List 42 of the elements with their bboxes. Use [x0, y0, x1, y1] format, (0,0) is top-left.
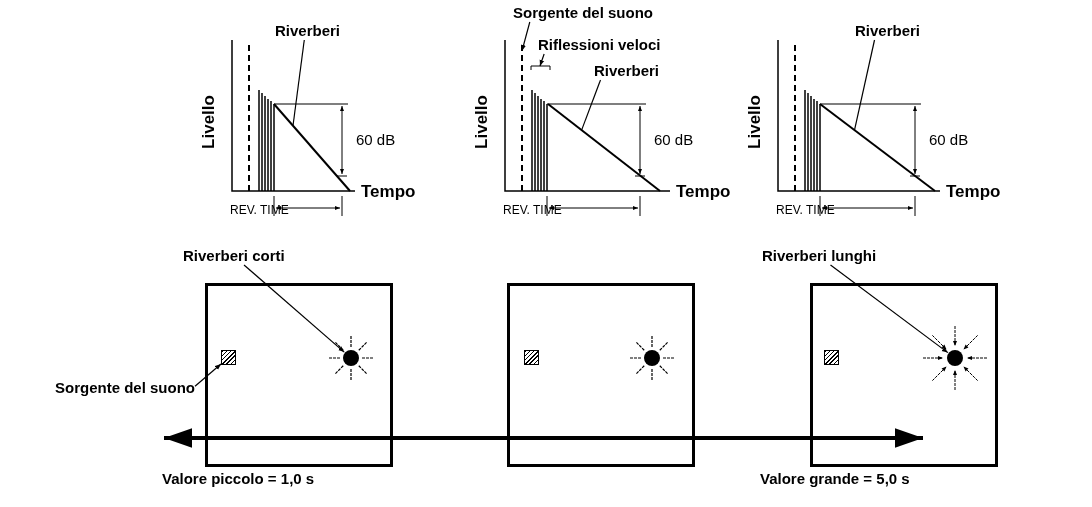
axis-title: Livello — [471, 95, 492, 149]
leader-arrow — [829, 264, 949, 354]
callout-label: Riverberi — [275, 22, 341, 40]
bracket — [530, 65, 551, 71]
axis-title: Livello — [198, 95, 219, 149]
sound-source-square — [221, 350, 236, 365]
callout-label: Sorgente del suono — [513, 4, 653, 22]
callout-label: Riflessioni veloci — [538, 36, 661, 54]
listener-dot — [947, 350, 963, 366]
dimension-label: 60 dB — [356, 131, 396, 148]
callout-label: Riverberi — [855, 22, 921, 40]
decay-line — [273, 103, 351, 192]
leader-line — [292, 39, 305, 127]
dimension-label: 60 dB — [654, 131, 694, 148]
scale-label: Valore piccolo = 1,0 s — [162, 470, 315, 487]
dimension-label: REV. TIME — [776, 203, 835, 217]
sound-source-square — [824, 350, 839, 365]
callout-label: Sorgente del suono — [55, 379, 195, 397]
listener-dot — [644, 350, 660, 366]
callout-label: Riverberi — [594, 62, 660, 80]
room-outline — [205, 283, 393, 467]
leader-arrow — [243, 264, 345, 353]
callout-label: Riverberi lunghi — [762, 247, 877, 265]
listener-dot — [343, 350, 359, 366]
callout-label: Riverberi corti — [183, 247, 285, 265]
dimension-label: REV. TIME — [230, 203, 289, 217]
dimension-label: 60 dB — [929, 131, 969, 148]
axis-title: Livello — [744, 95, 765, 149]
axis-title: Tempo — [676, 182, 731, 202]
room-outline — [810, 283, 998, 467]
sound-source-square — [524, 350, 539, 365]
axis-title: Tempo — [946, 182, 1001, 202]
dimension-label: REV. TIME — [503, 203, 562, 217]
leader-line — [581, 79, 602, 131]
scale-label: Valore grande = 5,0 s — [760, 470, 910, 487]
axis-title: Tempo — [361, 182, 416, 202]
leader-arrow — [539, 53, 545, 67]
leader-arrow — [521, 21, 531, 52]
leader-arrow — [194, 363, 222, 387]
dashed-line — [521, 44, 523, 192]
room-outline — [507, 283, 695, 467]
leader-line — [853, 39, 876, 131]
